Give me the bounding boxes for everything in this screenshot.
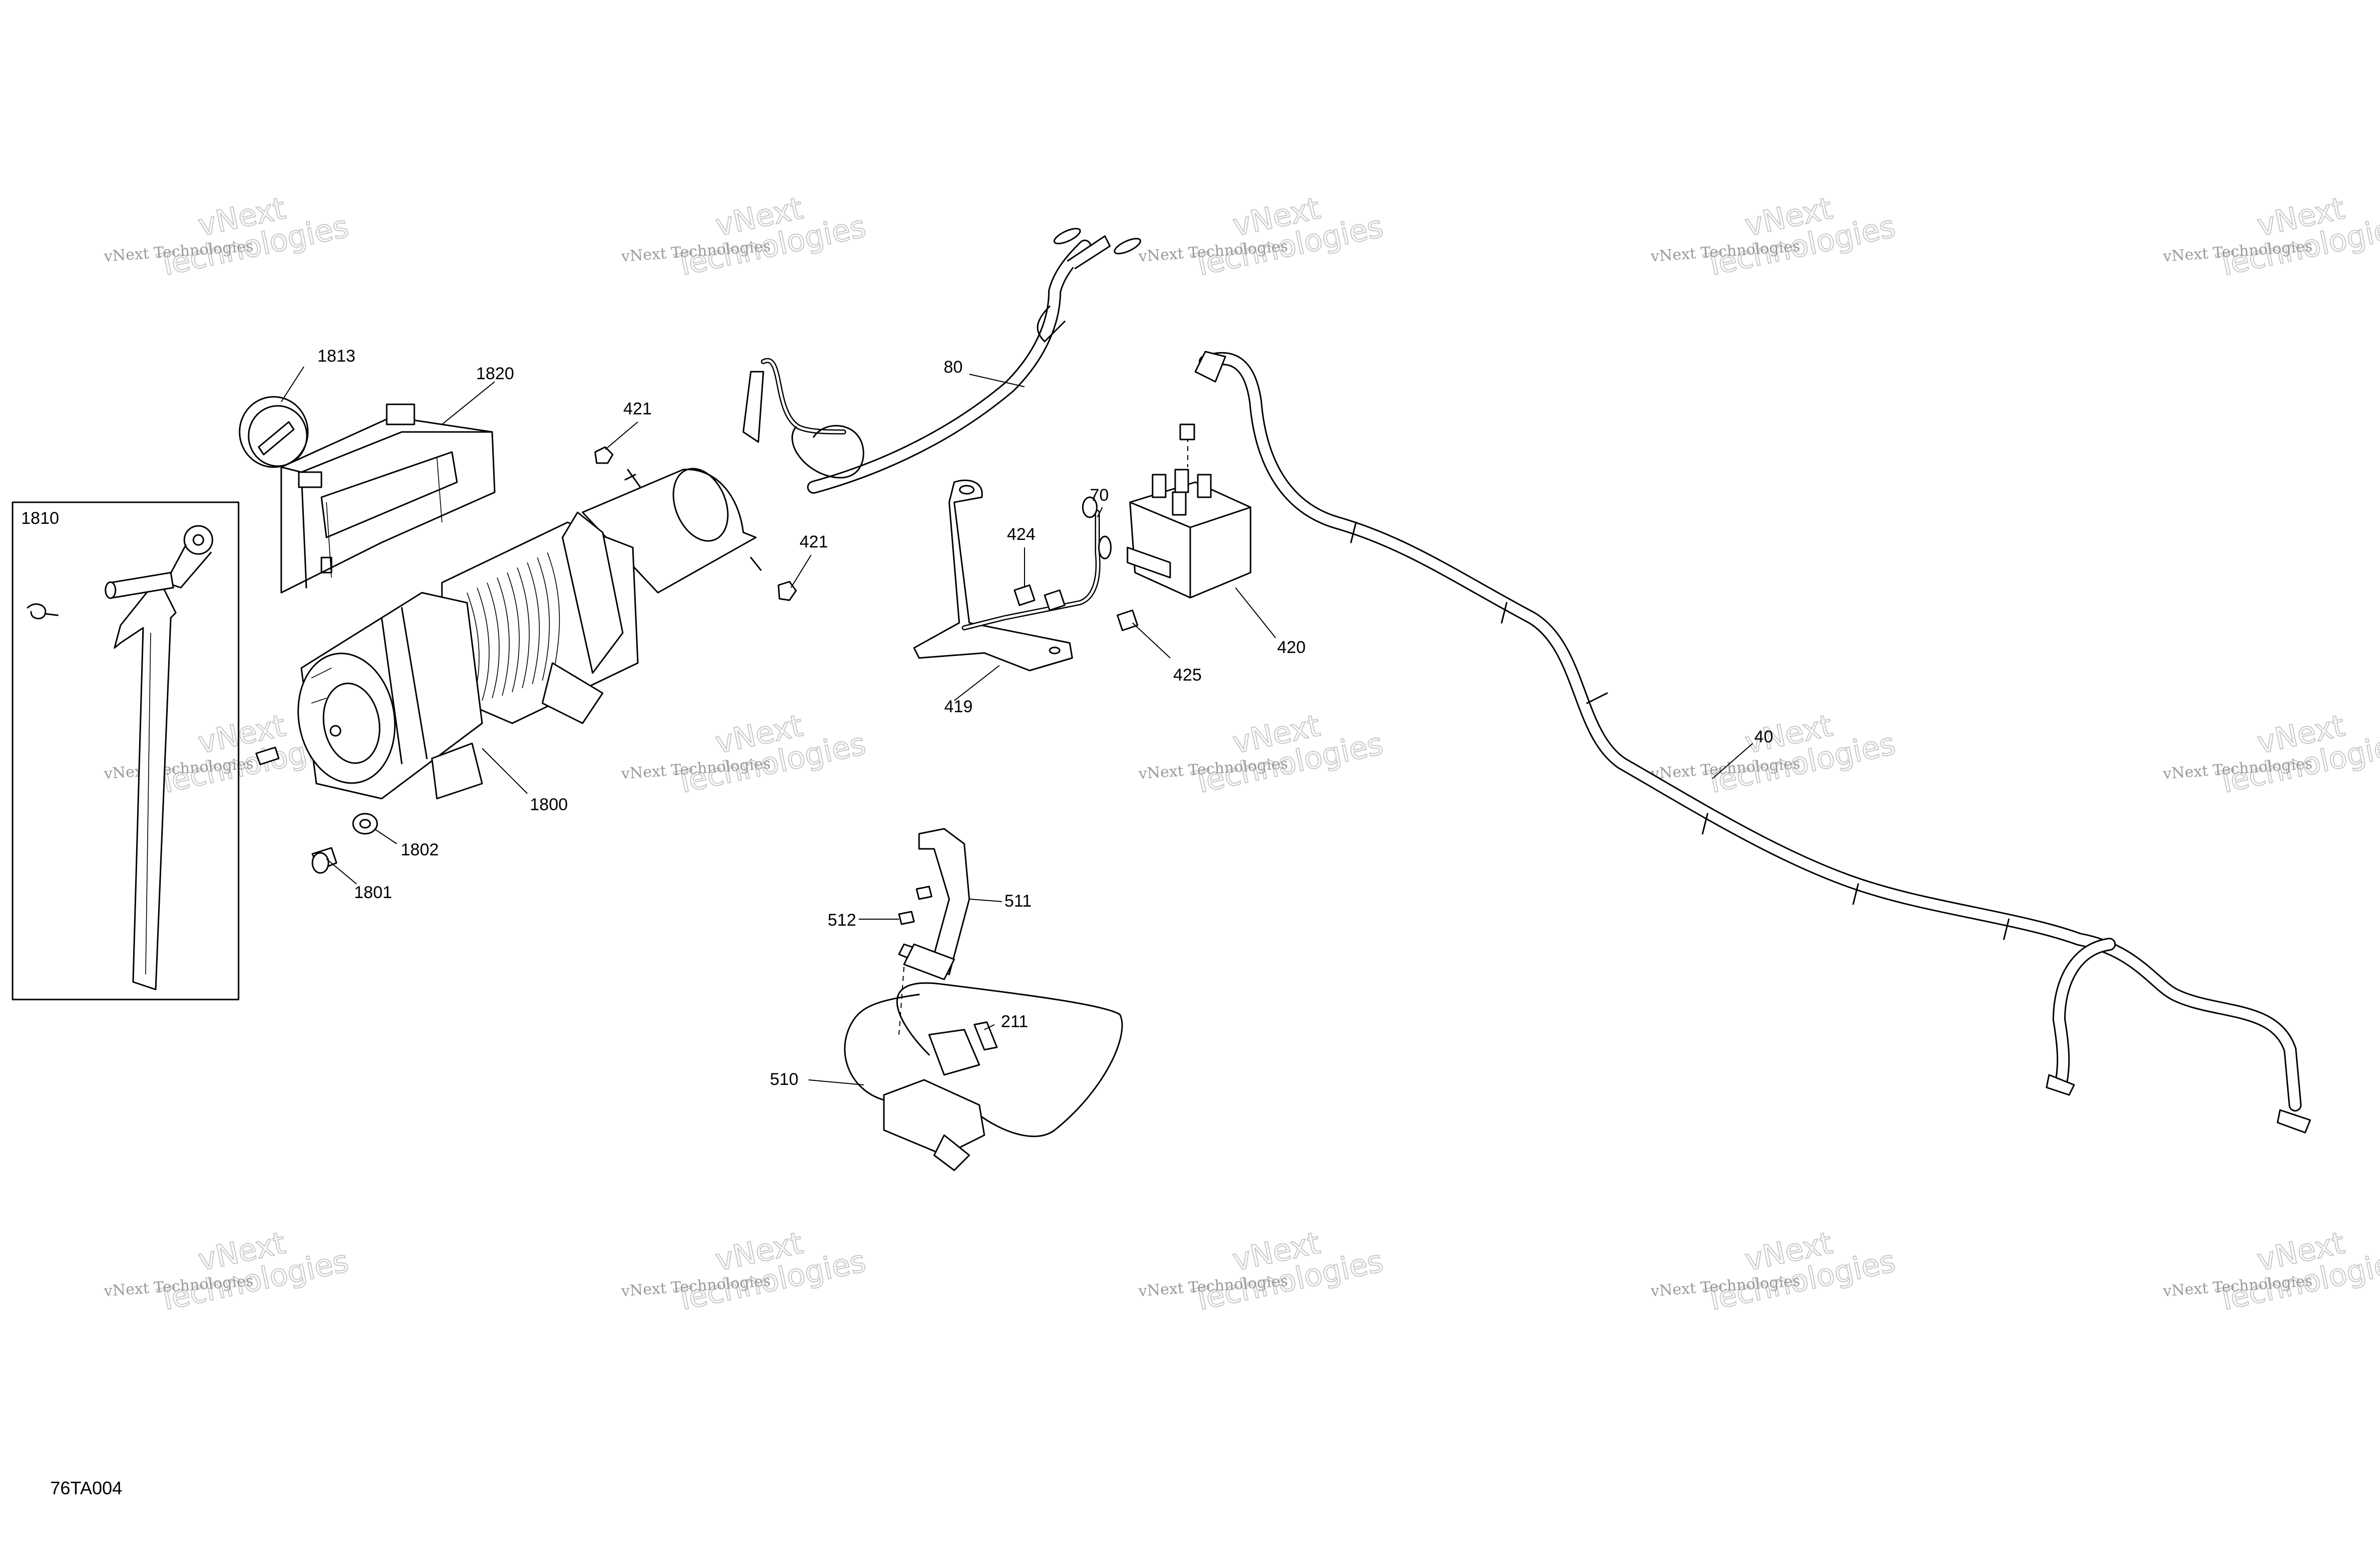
harness-40 (1194, 351, 2311, 1134)
callout-40: 40 (1754, 727, 1773, 746)
nut-421-top (594, 446, 614, 464)
callout-510: 510 (770, 1070, 799, 1089)
bolt-425 (1116, 609, 1139, 631)
callout-211: 211 (1001, 1012, 1028, 1031)
ground-cable-70 (962, 496, 1112, 630)
strap-roller (183, 525, 213, 555)
switch-harness-510 (844, 982, 1123, 1171)
callout-1813: 1813 (317, 347, 356, 366)
leader-lines (281, 366, 1753, 1085)
callout-70: 70 (1090, 486, 1109, 505)
clip-211 (973, 1021, 998, 1051)
callout-421-top: 421 (623, 399, 652, 418)
callout-421-right: 421 (800, 532, 828, 551)
hook-stopper-1813 (239, 396, 309, 468)
callout-80: 80 (944, 358, 963, 377)
roller-fairlead-1820 (280, 403, 496, 594)
callout-425: 425 (1173, 666, 1202, 685)
callout-1802: 1802 (401, 840, 439, 859)
callout-1820: 1820 (476, 364, 514, 383)
callout-419: 419 (944, 697, 973, 716)
callout-labels: 1813 1820 421 421 80 70 424 425 420 419 … (317, 347, 1773, 1089)
bracket-419 (913, 479, 1073, 672)
callout-511: 511 (1004, 892, 1032, 911)
callout-1801: 1801 (354, 883, 392, 902)
inset-label: 1810 (21, 509, 59, 528)
inset-frame (12, 501, 240, 1001)
bolt-424-b (1044, 589, 1066, 611)
winch-motor (582, 469, 757, 594)
drum-windings (467, 552, 560, 704)
callout-512: 512 (828, 911, 856, 930)
contactor-420 (1126, 423, 1252, 599)
winch-assembly-1800 (255, 446, 797, 800)
bracket-511 (898, 828, 970, 1035)
bolt-424-a (1013, 584, 1036, 606)
callout-1800: 1800 (530, 795, 568, 814)
callout-420: 420 (1277, 638, 1306, 657)
callout-424: 424 (1007, 525, 1036, 544)
screw-512-a (916, 886, 933, 900)
washer-1802 (352, 813, 378, 835)
screw-512-b (898, 911, 915, 925)
battery-cable-80 (742, 228, 1142, 494)
inset-1810: 1810 (12, 501, 240, 1001)
hairpin-clip (27, 603, 47, 619)
fairlead-strap (114, 582, 177, 990)
diagram-id: 76TA004 (50, 1478, 122, 1498)
